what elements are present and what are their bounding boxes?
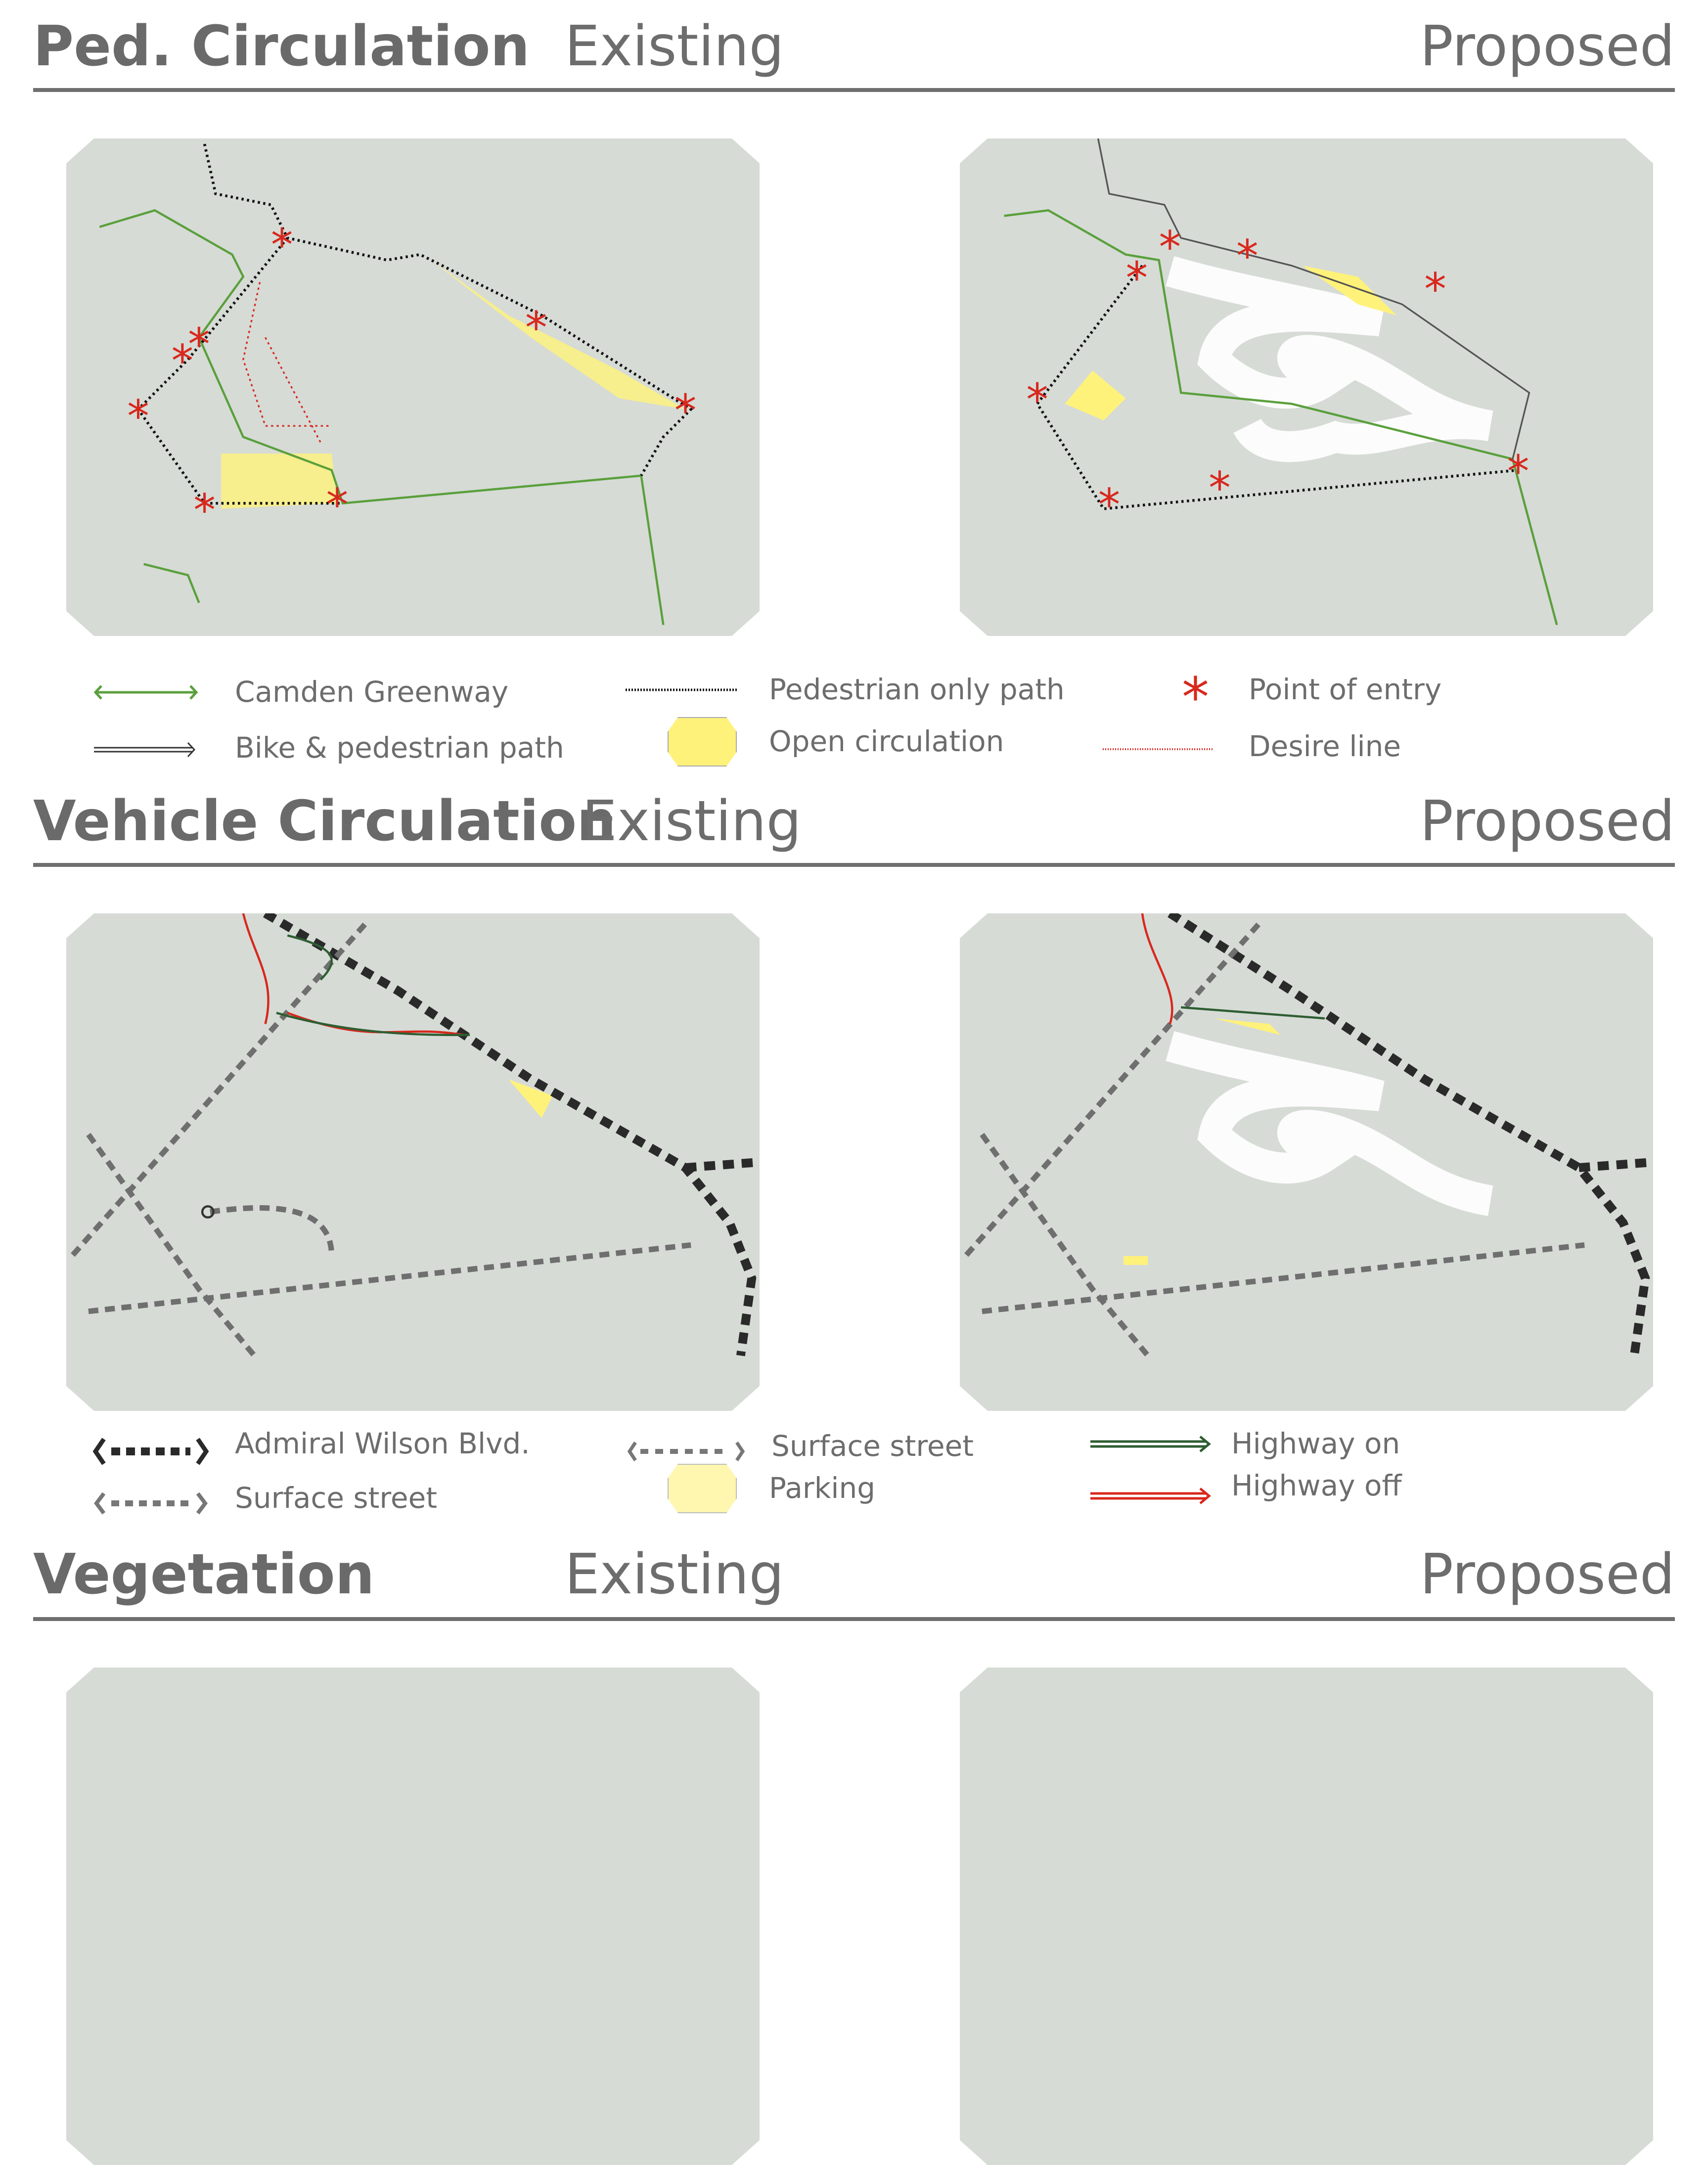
legend-label: Pedestrian only path	[769, 673, 1065, 706]
svg-text:*: *	[1209, 463, 1231, 514]
ped-proposed-map: ********	[960, 138, 1653, 636]
surface-street-legend-icon-2	[627, 1442, 745, 1461]
greenway-legend-icon	[93, 685, 198, 700]
section-header-vegetation: Vegetation Existing Proposed	[33, 1543, 1675, 1602]
desire-line-legend-icon	[1103, 748, 1214, 750]
parking-swatch	[668, 1464, 737, 1513]
legend-label: Admiral Wilson Blvd.	[235, 1427, 530, 1460]
svg-text:*: *	[1026, 374, 1048, 426]
legend-label: Highway on	[1231, 1427, 1400, 1460]
svg-text:*: *	[326, 479, 349, 531]
existing-label: Existing	[565, 1542, 784, 1607]
divider	[33, 1617, 1675, 1621]
divider	[33, 863, 1675, 867]
existing-label: Existing	[565, 14, 784, 79]
svg-text:*: *	[1098, 479, 1121, 531]
svg-text:*: *	[188, 319, 210, 370]
section-title: Vegetation	[33, 1542, 375, 1607]
existing-label: Existing	[582, 789, 802, 854]
section-header-vehicle: Vehicle Circulation Existing Proposed	[33, 790, 1675, 849]
svg-text:*: *	[172, 336, 194, 387]
highway-off-legend-icon	[1090, 1488, 1211, 1504]
svg-text:*: *	[674, 385, 697, 437]
svg-text:*: *	[1125, 253, 1148, 304]
section-title: Vehicle Circulation	[33, 789, 616, 854]
divider	[33, 88, 1675, 92]
svg-text:*: *	[1159, 222, 1181, 273]
ped-only-legend-icon	[626, 688, 737, 691]
ped-existing-map: ********	[66, 138, 760, 636]
svg-text:*: *	[1424, 264, 1446, 315]
svg-text:*: *	[127, 391, 149, 442]
proposed-label: Proposed	[1420, 789, 1675, 854]
svg-text:*: *	[1236, 230, 1259, 282]
vehicle-existing-diagram	[70, 913, 760, 1357]
proposed-label: Proposed	[1420, 14, 1675, 79]
vegetation-proposed-map	[960, 1668, 1653, 2165]
vehicle-existing-map	[66, 913, 760, 1411]
vegetation-existing-map	[66, 1668, 760, 2165]
section-header-ped: Ped. Circulation Existing Proposed	[33, 15, 1675, 74]
svg-text:*: *	[193, 485, 216, 536]
ped-existing-diagram: ********	[99, 143, 697, 625]
surface-street-legend-icon	[94, 1492, 208, 1515]
vehicle-proposed-map	[960, 913, 1653, 1411]
legend-label: Open circulation	[769, 724, 1004, 758]
boulevard-legend-icon	[92, 1438, 209, 1465]
legend-label: Highway off	[1231, 1469, 1402, 1502]
legend-label: Parking	[769, 1471, 876, 1505]
ped-proposed-diagram: ********	[1004, 138, 1558, 626]
open-circulation-swatch	[668, 717, 737, 767]
legend-label: Point of entry	[1249, 673, 1442, 706]
svg-text:*: *	[271, 220, 293, 271]
proposed-label: Proposed	[1420, 1542, 1675, 1607]
svg-text:*: *	[1507, 446, 1529, 497]
asterisk-icon: *	[1182, 666, 1209, 729]
legend-label: Camden Greenway	[235, 675, 509, 709]
legend-label: Surface street	[235, 1481, 438, 1515]
legend-label: Bike & pedestrian path	[235, 731, 564, 765]
svg-text:*: *	[525, 303, 547, 354]
highway-on-legend-icon	[1090, 1436, 1211, 1452]
section-title: Ped. Circulation	[33, 14, 530, 79]
legend-label: Desire line	[1249, 729, 1401, 763]
bike-path-legend-icon	[94, 742, 196, 758]
legend-label: Surface street	[771, 1429, 974, 1463]
vehicle-proposed-diagram	[963, 913, 1653, 1357]
